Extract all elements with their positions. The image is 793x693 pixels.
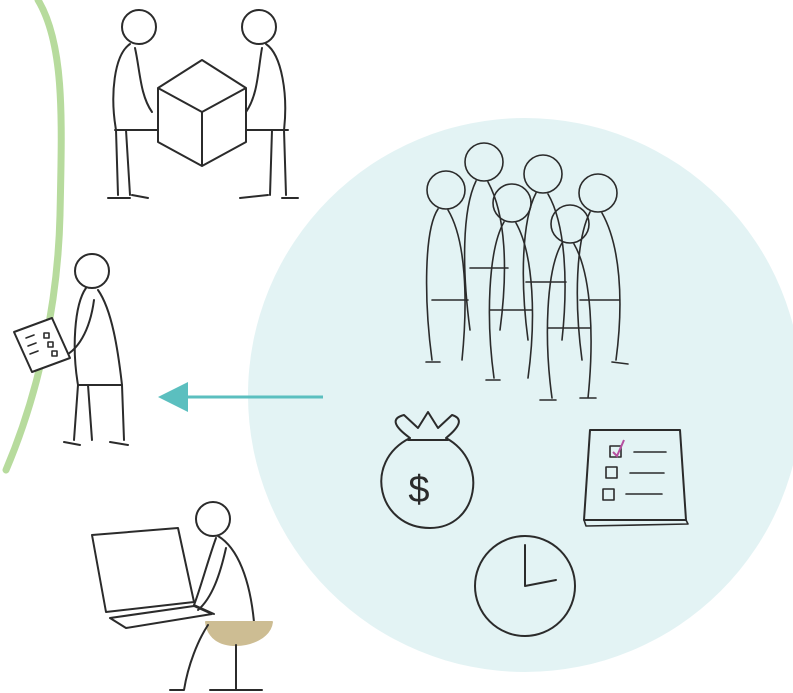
person-with-clipboard	[13, 253, 129, 446]
checklist-icon	[583, 429, 689, 527]
people-carrying-box	[107, 9, 299, 199]
green-arc	[2, 0, 65, 474]
resources-circle	[248, 118, 793, 672]
arrow-left-icon	[158, 382, 323, 412]
person-at-computer	[91, 501, 273, 691]
people-group-icon	[425, 142, 629, 401]
money-bag-symbol: $	[408, 469, 429, 511]
money-bag-icon: $	[380, 411, 475, 529]
clock-icon	[474, 535, 576, 637]
